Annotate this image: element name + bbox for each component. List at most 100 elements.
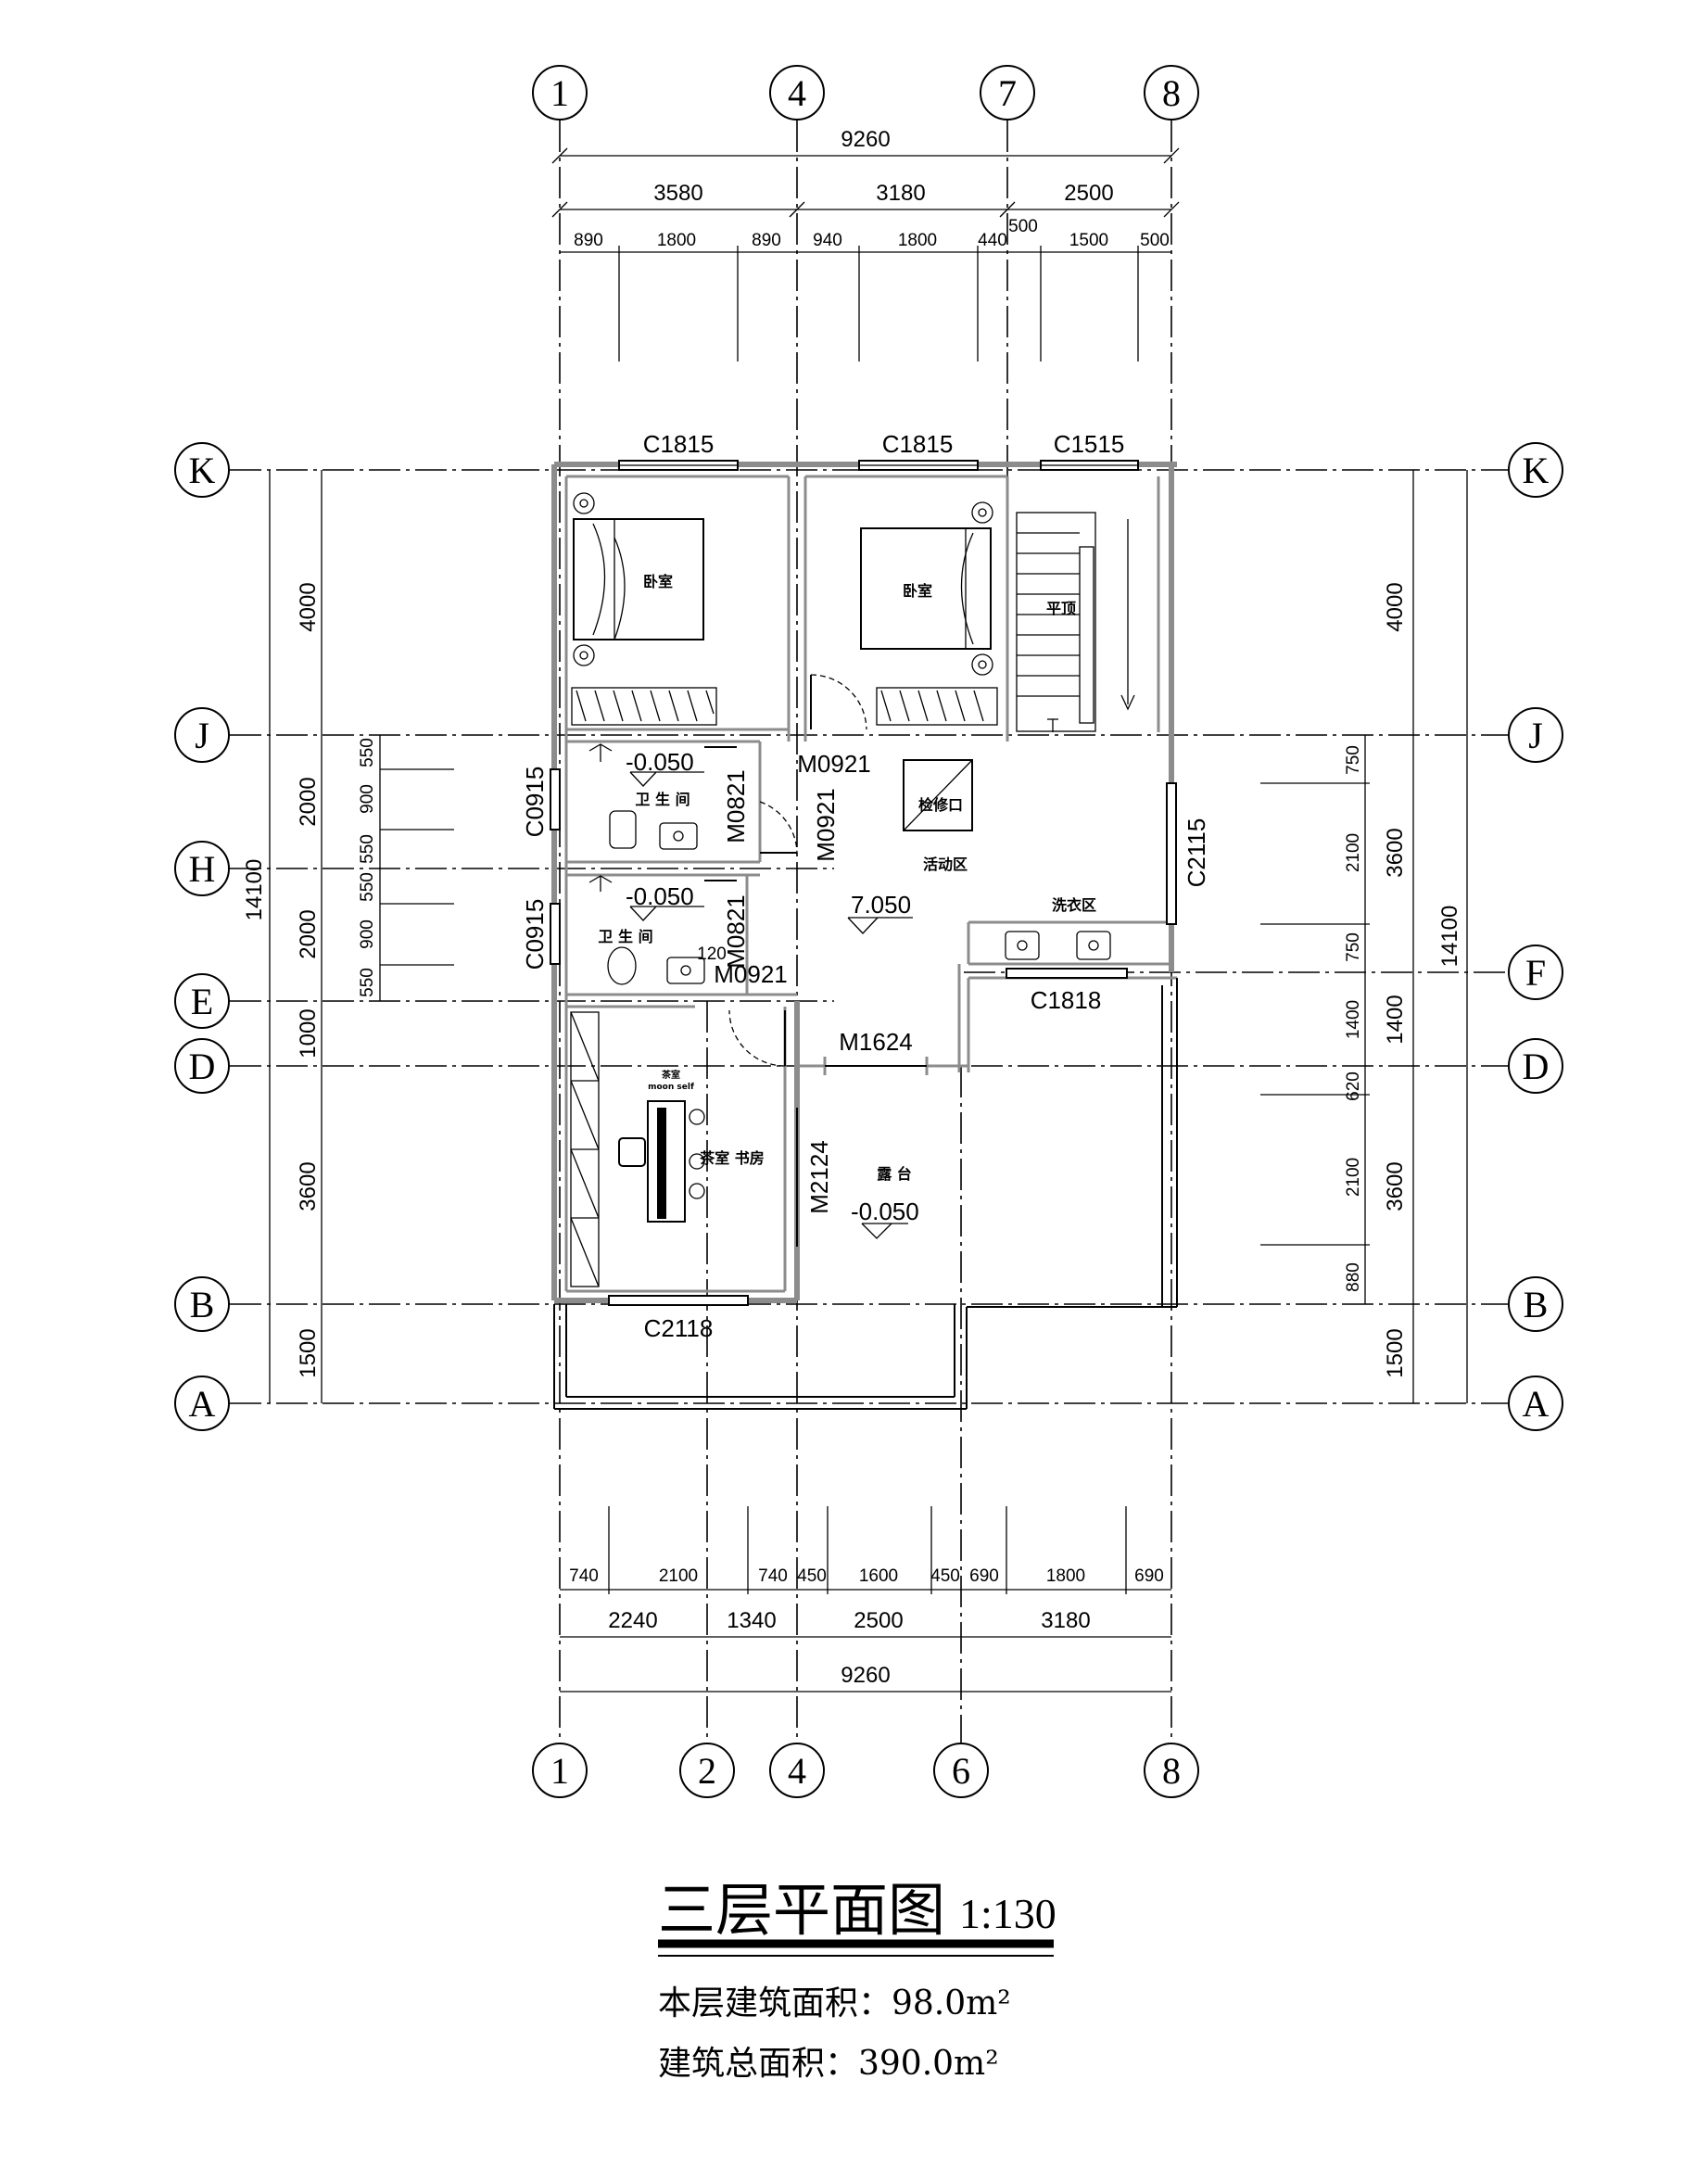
- level-mark: -0.050: [626, 748, 694, 776]
- axis-label: H: [189, 848, 216, 890]
- room-activity-area: 活动区: [923, 856, 968, 873]
- room-laundry: 洗衣区: [1052, 896, 1096, 914]
- dim-text: 890: [752, 231, 781, 250]
- axis-label: 7: [998, 72, 1017, 114]
- level-mark: -0.050: [851, 1198, 919, 1225]
- dim-text: 940: [813, 231, 842, 250]
- dim-text: 1800: [657, 231, 696, 250]
- dim-text: 3600: [296, 1161, 321, 1211]
- axis-label: 2: [698, 1750, 716, 1792]
- door-label: M0921: [812, 788, 840, 862]
- plan-title: 三层平面图: [658, 1876, 945, 1944]
- axis-label: D: [189, 1046, 216, 1087]
- dim-text: 4000: [296, 582, 321, 631]
- dim-text: 1800: [898, 231, 937, 250]
- bottom-dimensions: 740 2100 740 450 1600 450 690 1800 690 2…: [560, 1506, 1171, 1693]
- doors: M0921 M0821 M0921 M0821 M0921 M1624 M212…: [704, 674, 927, 1247]
- plan-scale: 1:130: [959, 1890, 1056, 1937]
- title-block: 三层平面图 1:130 本层建筑面积：98.0m² 建筑总面积：390.0m²: [658, 1876, 1056, 2083]
- window-label: C2115: [1183, 818, 1210, 888]
- dim-text: 440: [978, 231, 1007, 250]
- dim-text: 1500: [1383, 1328, 1408, 1377]
- left-dimensions: 4000 2000 2000 1000 3600 1500 14100 550 …: [242, 470, 454, 1403]
- room-flat-roof: 平顶: [1046, 600, 1076, 617]
- study-sign: 茶室: [661, 1069, 680, 1081]
- dim-text: 1500: [296, 1328, 321, 1377]
- top-dimensions: 9260 3580 3180 2500 890 1800 890 940 180…: [551, 127, 1180, 361]
- dim-text: 890: [574, 231, 603, 250]
- window-label: C1515: [1054, 430, 1125, 458]
- dim-total: 14100: [242, 859, 267, 921]
- dim-text: 740: [758, 1566, 788, 1586]
- dim-text: 2500: [854, 1608, 903, 1633]
- right-axis-bubbles: K J F D B A: [1508, 442, 1563, 1431]
- door-label: M0821: [722, 894, 750, 969]
- dim-text: 880: [1344, 1262, 1363, 1292]
- dim-text: 3600: [1383, 828, 1408, 877]
- room-access-hatch: 检修口: [918, 796, 963, 814]
- window-label: C1815: [643, 430, 715, 458]
- axis-label: K: [189, 450, 216, 491]
- axis-label: 4: [788, 72, 806, 114]
- dim-text: 900: [358, 784, 377, 814]
- room-bedroom-2: 卧室: [903, 582, 932, 600]
- dim-text: 550: [358, 834, 377, 864]
- window-label: C2118: [644, 1314, 714, 1342]
- dim-text: 4000: [1383, 582, 1408, 631]
- dim-text: 1800: [1046, 1566, 1085, 1586]
- dim-text: 500: [1008, 217, 1038, 236]
- axis-label: B: [1524, 1284, 1549, 1325]
- dim-text: 450: [797, 1566, 827, 1586]
- room-study: 茶室 书房: [699, 1149, 765, 1167]
- room-bedroom-1: 卧室: [643, 573, 673, 590]
- bottom-axis-bubbles: 1 2 4 6 8: [532, 1743, 1199, 1798]
- dim-text: 740: [569, 1566, 599, 1586]
- dim-text: 1340: [727, 1608, 776, 1633]
- dim-text: 2500: [1064, 181, 1113, 206]
- axis-label: J: [195, 715, 209, 756]
- dim-text: 3180: [1041, 1608, 1090, 1633]
- dim-total: 14100: [1437, 906, 1462, 968]
- window-label: C1818: [1031, 986, 1102, 1014]
- dim-text: 2100: [1344, 1158, 1363, 1197]
- windows: C1815 C1815 C1515 C0915 C0915 C2115 C181…: [521, 430, 1210, 1342]
- room-bathroom-1: 卫 生 间: [635, 791, 690, 808]
- window-label: C0915: [521, 767, 549, 838]
- total-area: 建筑总面积：390.0m²: [658, 2045, 999, 2083]
- dim-text: 550: [358, 738, 377, 767]
- dim-text: 3180: [876, 181, 925, 206]
- level-mark: -0.050: [626, 882, 694, 910]
- axis-label: A: [1523, 1383, 1550, 1425]
- axis-label: E: [191, 981, 213, 1022]
- dim-text: 690: [1134, 1566, 1164, 1586]
- axis-label: J: [1528, 715, 1543, 756]
- axis-label: 4: [788, 1750, 806, 1792]
- dim-text: 1600: [859, 1566, 898, 1586]
- room-terrace: 露 台: [877, 1165, 912, 1183]
- room-bathroom-2: 卫 生 间: [598, 928, 652, 945]
- dim-text: 1500: [1069, 231, 1108, 250]
- dim-text: 620: [1344, 1071, 1363, 1101]
- door-label: M1624: [839, 1028, 913, 1056]
- dim-text: 900: [358, 919, 377, 949]
- grid-axis-lines: [230, 120, 1508, 1743]
- dim-text: 2000: [296, 909, 321, 958]
- dim-text: 2000: [296, 777, 321, 826]
- dim-text: 1400: [1383, 995, 1408, 1044]
- door-label: M2124: [805, 1140, 833, 1214]
- dim-text: 3580: [653, 181, 702, 206]
- door-label: M0921: [797, 750, 871, 778]
- axis-label: 8: [1162, 72, 1181, 114]
- dim-text: 1000: [296, 1008, 321, 1058]
- dim-total: 9260: [841, 127, 890, 152]
- dim-text: 550: [358, 872, 377, 902]
- axis-label: B: [190, 1284, 215, 1325]
- door-label: M0821: [722, 769, 750, 843]
- floor-area: 本层建筑面积：98.0m²: [658, 1984, 1011, 2022]
- door-label: M0921: [714, 960, 788, 988]
- axis-label: 6: [952, 1750, 970, 1792]
- dim-text: 3600: [1383, 1161, 1408, 1211]
- room-labels: 卧室 卧室 平顶 卫 生 间 卫 生 间 检修口 活动区 洗衣区 茶室 书房 露…: [598, 573, 1096, 1183]
- dim-text: 2100: [1344, 833, 1363, 872]
- axis-label: A: [189, 1383, 216, 1425]
